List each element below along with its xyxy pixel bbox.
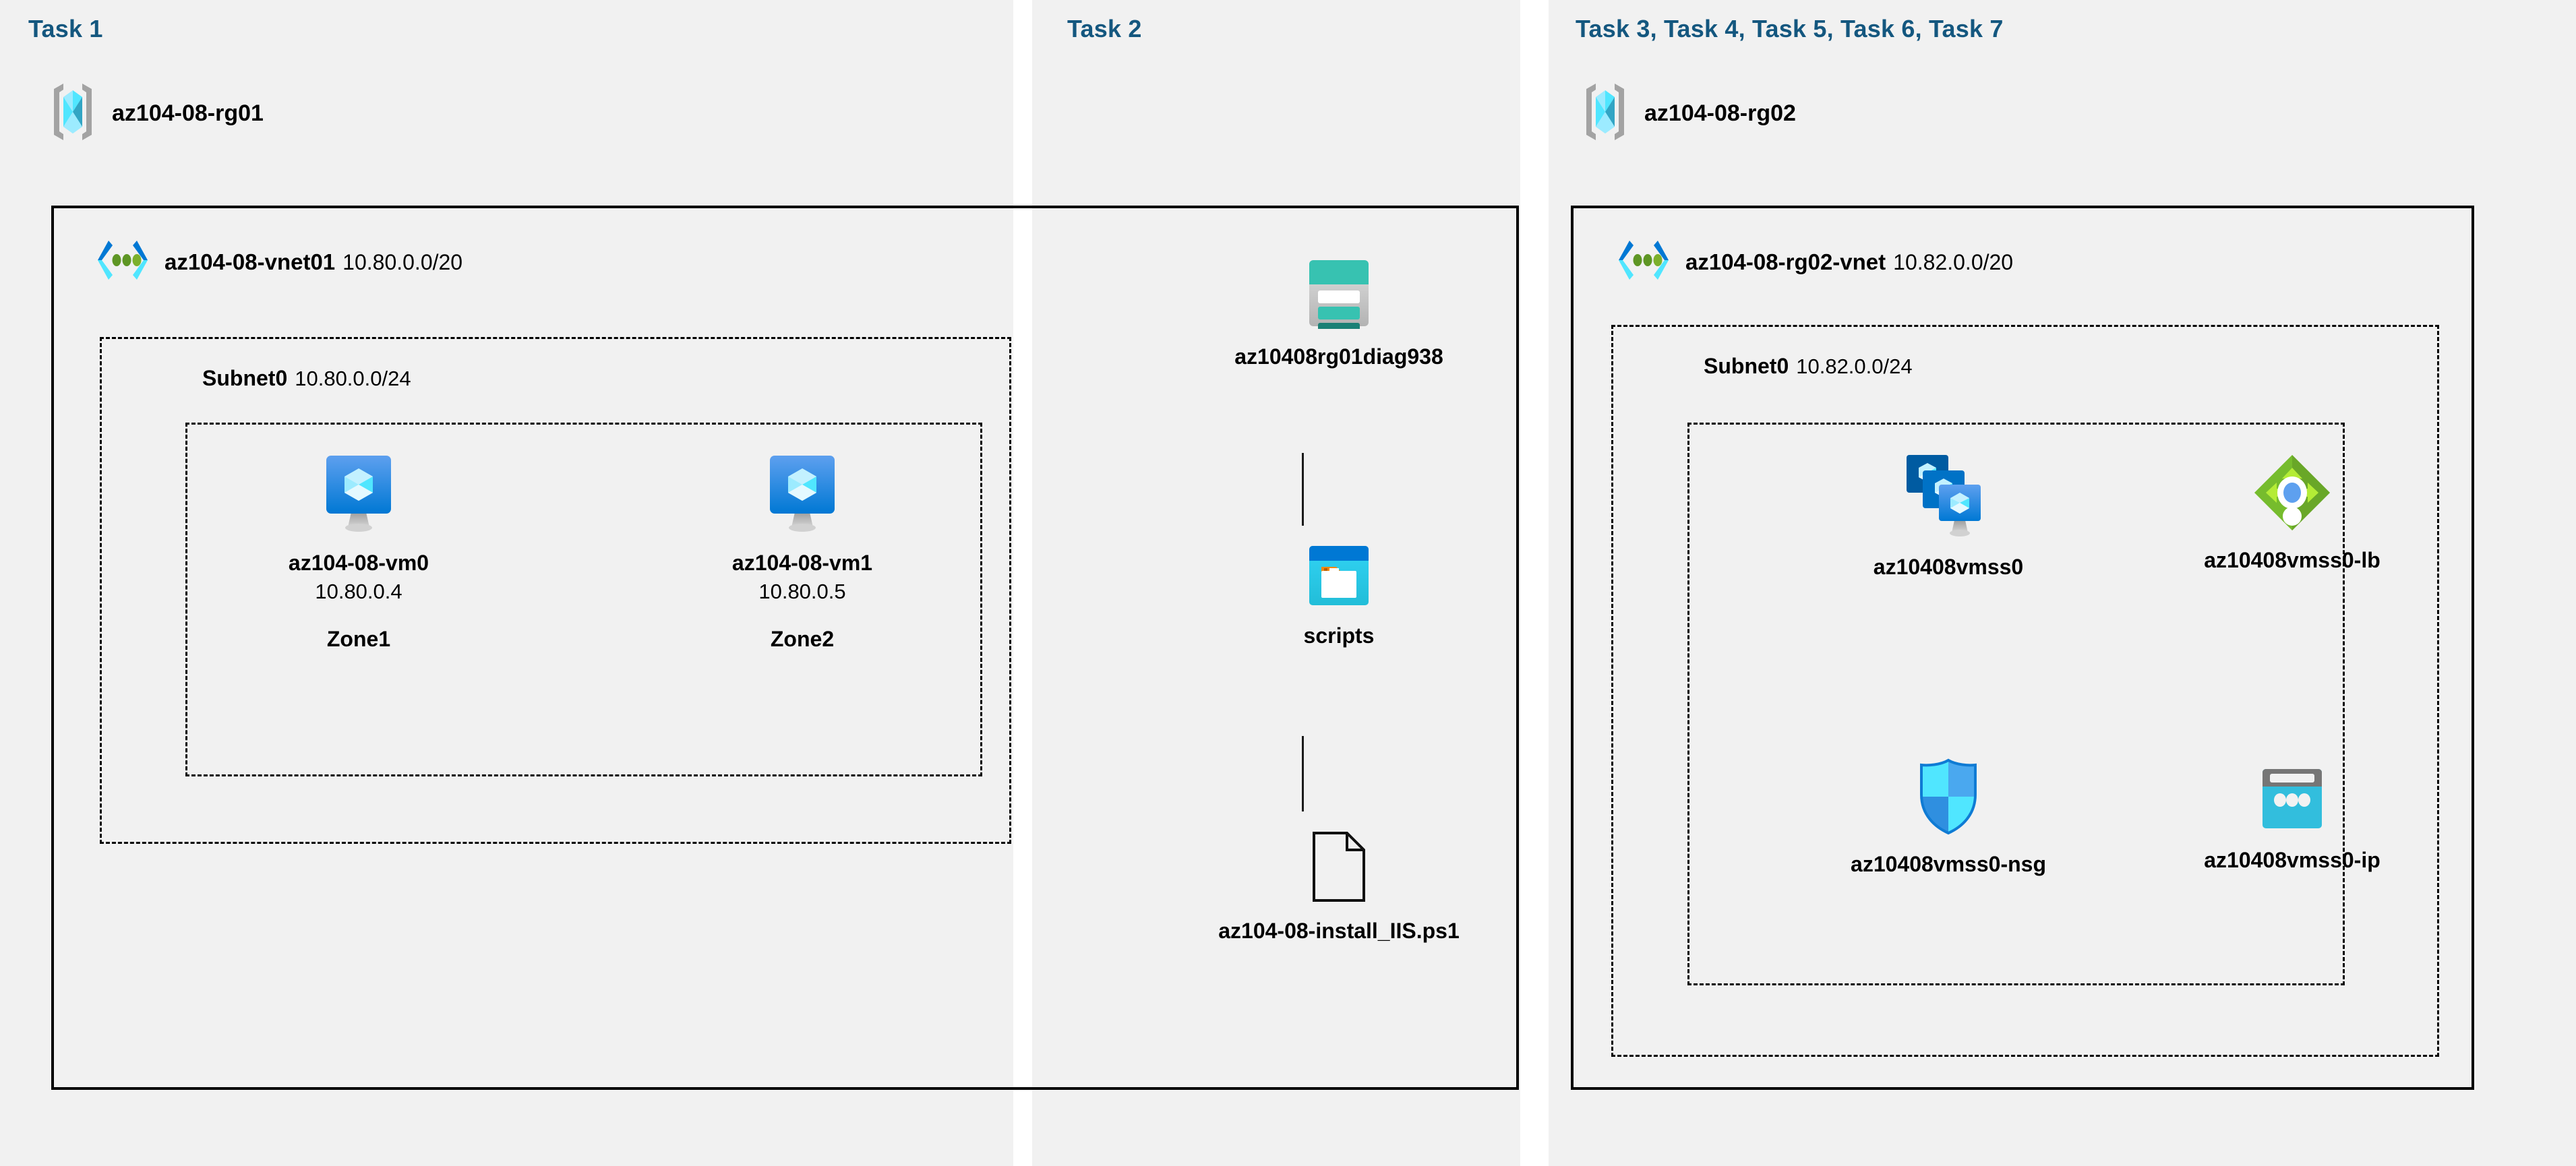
public-ip-name: az10408vmss0-ip	[2204, 848, 2380, 872]
availability-zones-boundary	[185, 423, 982, 776]
vm0-node[interactable]: az104-08-vm0 10.80.0.4 Zone1	[271, 453, 446, 652]
task2-panel	[1032, 0, 1520, 1166]
vnet01-boundary	[51, 206, 1519, 1090]
network-security-group-node[interactable]: az10408vmss0-nsg	[1807, 757, 2090, 877]
resource-group-label: az104-08-rg02	[1644, 100, 1796, 126]
storage-account-icon	[1307, 257, 1371, 336]
vnet02-boundary	[1571, 206, 2474, 1090]
vm-ip: 10.80.0.4	[315, 580, 402, 603]
vmss-name: az10408vmss0	[1873, 555, 2024, 579]
vnet-name: az104-08-vnet01	[164, 249, 336, 274]
subnet0-label: Subnet0 10.80.0.0/24	[202, 366, 411, 391]
load-balancer-name: az10408vmss0-lb	[2204, 548, 2380, 572]
resource-group-label: az104-08-rg01	[112, 100, 264, 126]
network-security-group-icon	[1915, 757, 1982, 840]
storage-account-node[interactable]: az10408rg01diag938	[1150, 257, 1528, 369]
vnet-name: az104-08-rg02-vnet	[1685, 249, 1886, 274]
resource-group-rg01: az104-08-rg01	[49, 81, 264, 146]
subnet0-boundary	[100, 337, 1011, 844]
connector-storage-to-container	[1302, 453, 1304, 526]
connector-container-to-file	[1302, 736, 1304, 811]
vm-ip: 10.80.0.5	[758, 580, 846, 603]
task1-header: Task 1	[28, 15, 103, 42]
virtual-machine-icon	[765, 453, 839, 539]
task2-header: Task 2	[1067, 15, 1142, 42]
blob-container-name: scripts	[1303, 623, 1375, 648]
load-balancer-icon	[2252, 453, 2332, 536]
load-balancer-node[interactable]: az10408vmss0-lb	[2151, 453, 2434, 573]
subnet-cidr: 10.82.0.0/24	[1796, 355, 1913, 378]
virtual-machine-icon	[322, 453, 396, 539]
blob-container-node[interactable]: scripts	[1150, 543, 1528, 648]
storage-account-name: az10408rg01diag938	[1234, 344, 1443, 369]
vm-name: az104-08-vm1	[731, 551, 873, 575]
vnet02-header: az104-08-rg02-vnet 10.82.0.0/20	[1617, 239, 2013, 284]
vm1-node[interactable]: az104-08-vm1 10.80.0.5 Zone2	[715, 453, 890, 652]
subnet0-rg02-boundary	[1611, 325, 2439, 1057]
subnet-cidr: 10.80.0.0/24	[295, 367, 411, 390]
subnet-name: Subnet0	[202, 366, 288, 390]
resource-group-icon	[49, 81, 97, 146]
vm-scale-set-node[interactable]: az10408vmss0	[1807, 453, 2090, 580]
public-ip-address-node[interactable]: az10408vmss0-ip	[2151, 765, 2434, 873]
public-ip-address-icon	[2258, 765, 2326, 836]
script-file-icon	[1309, 830, 1369, 907]
vnet-cidr: 10.80.0.0/20	[342, 249, 463, 274]
virtual-network-icon	[96, 239, 150, 284]
resource-group-rg02: az104-08-rg02	[1581, 81, 1796, 146]
script-file-name: az104-08-install_IIS.ps1	[1218, 919, 1460, 943]
subnet-name: Subnet0	[1704, 354, 1789, 378]
vmss-resources-boundary	[1687, 423, 2345, 985]
vm-zone: Zone2	[770, 627, 835, 651]
task3-panel	[1549, 0, 2576, 1166]
vm-name: az104-08-vm0	[288, 551, 429, 575]
task3-header: Task 3, Task 4, Task 5, Task 6, Task 7	[1576, 15, 2004, 42]
vm-scale-set-icon	[1905, 453, 1992, 543]
resource-group-icon	[1581, 81, 1629, 146]
vnet-cidr: 10.82.0.0/20	[1893, 249, 2014, 274]
vm-zone: Zone1	[326, 627, 391, 651]
task1-panel	[0, 0, 1013, 1166]
script-file-node[interactable]: az104-08-install_IIS.ps1	[1150, 830, 1528, 944]
nsg-name: az10408vmss0-nsg	[1851, 852, 2046, 876]
blob-container-icon	[1307, 543, 1371, 611]
subnet0-rg02-label: Subnet0 10.82.0.0/24	[1704, 354, 1913, 379]
virtual-network-icon	[1617, 239, 1671, 284]
